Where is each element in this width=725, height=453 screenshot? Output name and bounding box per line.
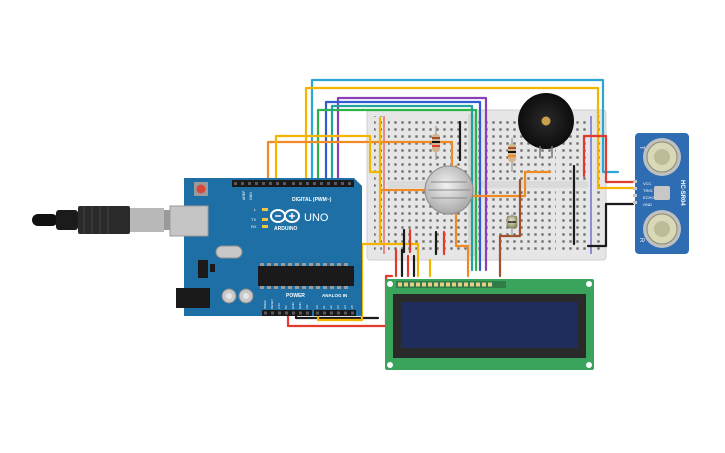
power-pin-5v: 5V bbox=[284, 305, 288, 309]
wire-yellow-bb bbox=[378, 116, 420, 278]
lcd-screen bbox=[401, 302, 578, 348]
arduino-uno-board[interactable]: AREF GND DIGITAL (PWM~) L TX RX ARDUINO … bbox=[169, 178, 362, 316]
wire-brown bbox=[498, 178, 522, 278]
label-analog: ANALOG IN bbox=[322, 293, 347, 298]
label-aref: AREF bbox=[242, 191, 246, 200]
brand-text: ARDUINO bbox=[274, 226, 297, 232]
piezo-buzzer[interactable] bbox=[518, 93, 574, 158]
wire-yellow-ard2 bbox=[274, 134, 382, 184]
sensor-pin-vcc: VCC bbox=[643, 181, 652, 186]
sensor-model: HC-SR04 bbox=[679, 180, 685, 206]
gas-sensor[interactable] bbox=[424, 165, 474, 215]
analog-pin-a5: A5 bbox=[350, 305, 354, 309]
label-gnd: GND bbox=[249, 192, 253, 200]
wire-red-sensor bbox=[582, 134, 635, 184]
led-label-l: L bbox=[254, 207, 257, 212]
power-pin-3v3: 3.3V bbox=[277, 303, 281, 309]
reset-button[interactable] bbox=[196, 184, 206, 194]
lcd-16x2[interactable] bbox=[385, 279, 594, 370]
analog-pin-a4: A4 bbox=[343, 305, 347, 309]
ultrasonic-sensor[interactable]: HC-SR04 VCC TRIG ECHO GND T R bbox=[633, 133, 689, 254]
sensor-pin-echo: ECHO bbox=[643, 195, 655, 200]
transducer-r bbox=[643, 210, 681, 248]
wire-purple bbox=[336, 96, 488, 272]
model-text: UNO bbox=[304, 212, 329, 224]
wire-cyan-top bbox=[310, 78, 620, 184]
wire-green bbox=[316, 108, 478, 272]
power-pin-ioref: IOREF bbox=[263, 300, 267, 309]
led-label-tx: TX bbox=[251, 217, 256, 222]
sensor-mark-t: T bbox=[638, 146, 644, 150]
analog-pin-a2: A2 bbox=[329, 305, 333, 309]
photoresistor[interactable] bbox=[506, 214, 518, 236]
power-pin-vin: Vin bbox=[305, 304, 309, 309]
analog-pin-a1: A1 bbox=[322, 305, 326, 309]
power-pin-gnd1: GND bbox=[291, 302, 295, 310]
sensor-mark-r: R bbox=[638, 238, 644, 243]
wire-yellow-top bbox=[304, 86, 635, 190]
analog-pin-a0: A0 bbox=[315, 305, 319, 309]
resistor-2[interactable] bbox=[508, 138, 516, 172]
sensor-pin-gnd: GND bbox=[643, 202, 652, 207]
power-pin-reset: RESET bbox=[270, 299, 274, 309]
analog-pin-a3: A3 bbox=[336, 305, 340, 309]
arduino-logo bbox=[270, 209, 300, 223]
resistor-1[interactable] bbox=[432, 126, 440, 160]
usb-cable[interactable] bbox=[32, 206, 186, 234]
label-digital: DIGITAL (PWM~) bbox=[292, 197, 332, 203]
label-power: POWER bbox=[286, 293, 305, 299]
sensor-pin-trig: TRIG bbox=[643, 188, 653, 193]
wires bbox=[266, 78, 635, 328]
led-label-rx: RX bbox=[251, 224, 257, 229]
transducer-t bbox=[643, 138, 681, 176]
wire-black-sensor bbox=[586, 202, 635, 248]
wire-yellow-analog bbox=[316, 242, 382, 322]
power-pin-gnd2: GND bbox=[298, 302, 302, 310]
